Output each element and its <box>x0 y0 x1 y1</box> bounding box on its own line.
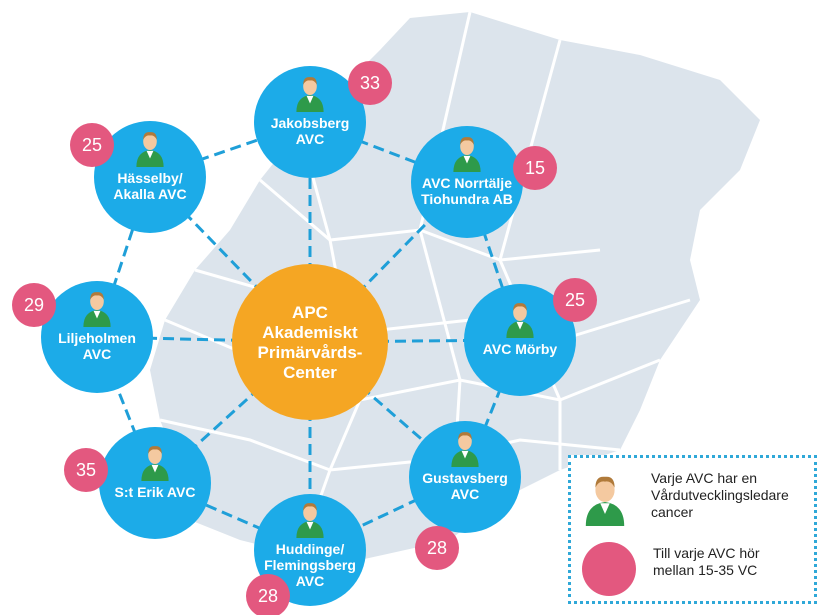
node-circle <box>99 427 211 539</box>
count-badge: 25 <box>553 278 597 322</box>
person-icon <box>296 77 324 112</box>
person-icon <box>83 292 111 327</box>
person-icon <box>296 503 324 538</box>
count-badge: 28 <box>415 526 459 570</box>
badge-count: 25 <box>82 135 102 155</box>
badge-circle <box>12 283 56 327</box>
node-label-line: Flemingsberg <box>264 557 356 573</box>
count-badge: 35 <box>64 448 108 492</box>
person-icon <box>141 446 169 481</box>
node-label-line: AVC Norrtälje <box>422 175 512 191</box>
person-icon <box>585 476 625 526</box>
center-label-line: Primärvårds- <box>258 343 363 362</box>
node-circle <box>41 281 153 393</box>
node-label-line: Gustavsberg <box>422 470 508 486</box>
node-circle <box>94 121 206 233</box>
badge-circle <box>348 61 392 105</box>
node-label-line: AVC <box>296 573 325 589</box>
legend-person-text: Varje AVC har en Vårdutvecklingsledare c… <box>651 470 789 520</box>
node-label-line: Hässelby/ <box>117 170 182 186</box>
person-icon <box>506 303 534 338</box>
count-badge: 29 <box>12 283 56 327</box>
node-hasselby: Hässelby/Akalla AVC <box>94 121 206 233</box>
badge-count: 33 <box>360 73 380 93</box>
node-label-line: AVC <box>296 131 325 147</box>
center-label-line: Akademiskt <box>262 323 358 342</box>
node-circle <box>464 284 576 396</box>
center-label-line: APC <box>292 303 328 322</box>
badge-count: 35 <box>76 460 96 480</box>
badge-circle <box>246 574 290 615</box>
count-badge: 25 <box>70 123 114 167</box>
pink-circle-shape <box>582 542 636 596</box>
node-label-line: AVC <box>83 346 112 362</box>
node-label-line: AVC <box>451 486 480 502</box>
badge-count: 28 <box>427 538 447 558</box>
badge-circle <box>415 526 459 570</box>
center-label-line: Center <box>283 363 337 382</box>
map-region-border <box>159 418 621 472</box>
node-circle <box>409 421 521 533</box>
count-badge: 33 <box>348 61 392 105</box>
person-icon <box>453 137 481 172</box>
badge-circle <box>70 123 114 167</box>
legend-box: Varje AVC har en Vårdutvecklingsledare c… <box>568 455 817 604</box>
node-label-line: Akalla AVC <box>113 186 186 202</box>
person-icon <box>585 476 625 526</box>
person-icon <box>451 432 479 467</box>
node-label-line: Jakobsberg <box>271 115 350 131</box>
node-sterik: S:t Erik AVC <box>99 427 211 539</box>
node-morby: AVC Mörby <box>464 284 576 396</box>
badge-count: 28 <box>258 586 278 606</box>
legend-circle-row: Till varje AVC hör mellan 15-35 VC <box>581 541 760 597</box>
person-icon <box>136 132 164 167</box>
center-circle <box>232 264 388 420</box>
node-label-line: Huddinge/ <box>276 541 345 557</box>
node-label-line: Liljeholmen <box>58 330 136 346</box>
node-label-line: S:t Erik AVC <box>115 484 196 500</box>
badge-circle <box>553 278 597 322</box>
badge-count: 29 <box>24 295 44 315</box>
badge-count: 25 <box>565 290 585 310</box>
count-badge: 15 <box>513 146 557 190</box>
badge-count: 15 <box>525 158 545 178</box>
pink-circle-icon <box>582 542 636 596</box>
count-badge: 28 <box>246 574 290 615</box>
legend-circle-text: Till varje AVC hör mellan 15-35 VC <box>653 545 760 578</box>
node-label-line: AVC Mörby <box>483 341 558 357</box>
node-circle <box>411 126 523 238</box>
badge-circle <box>513 146 557 190</box>
node-circle <box>254 66 366 178</box>
legend-person-row: Varje AVC har en Vårdutvecklingsledare c… <box>581 470 789 534</box>
node-circle <box>254 494 366 606</box>
node-label-line: Tiohundra AB <box>421 191 513 207</box>
badge-circle <box>64 448 108 492</box>
